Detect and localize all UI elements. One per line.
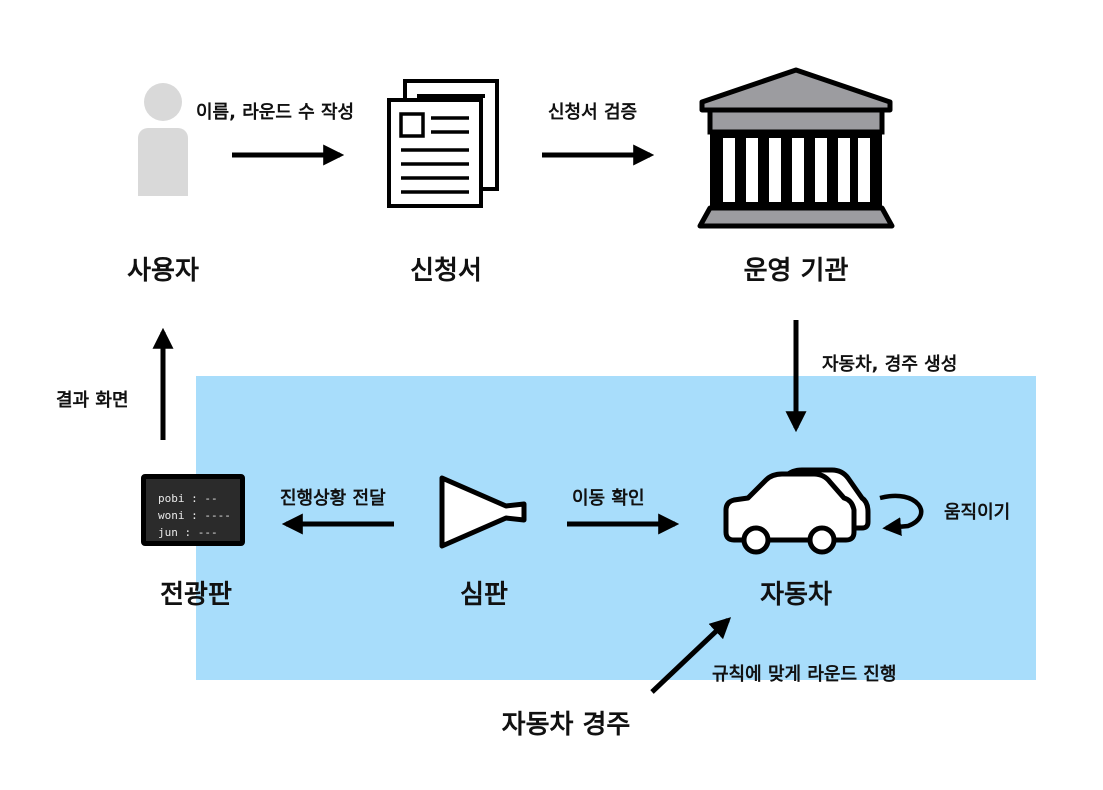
cars-icon [723, 467, 871, 555]
scoreboard-line: woni : ---- [158, 509, 231, 522]
edge-label-judge-to-scoreboard: 진행상황 전달 [280, 488, 386, 509]
edge-label-car-self: 움직이기 [944, 502, 1011, 523]
judge-label: 심판 [460, 580, 508, 610]
car-label: 자동차 [760, 580, 832, 610]
edge-label-race-to-car: 규칙에 맞게 라운드 진행 [712, 664, 897, 685]
scoreboard-label: 전광판 [160, 580, 232, 610]
application-label: 신청서 [410, 256, 482, 286]
edge-label-agency-to-car: 자동차, 경주 생성 [822, 354, 958, 375]
scoreboard-line: jun : --- [158, 526, 218, 539]
edge-label-application-to-agency: 신청서 검증 [548, 102, 638, 123]
document-icon [387, 79, 499, 208]
user-label: 사용자 [127, 256, 199, 286]
government-building-icon [697, 67, 895, 229]
edge-label-scoreboard-to-user: 결과 화면 [56, 390, 129, 411]
megaphone-icon [439, 475, 527, 549]
arrow-race-to-car [650, 617, 732, 694]
scoreboard-line: pobi : -- [158, 492, 218, 505]
edge-label-judge-to-car: 이동 확인 [572, 488, 645, 509]
scoreboard-screen: pobi : -- woni : ---- jun : --- [141, 474, 245, 546]
edge-label-user-to-application: 이름, 라운드 수 작성 [196, 102, 355, 123]
agency-label: 운영 기관 [743, 256, 849, 286]
race-label: 자동차 경주 [501, 710, 631, 740]
arrow-car-self-loop [879, 493, 924, 537]
person-icon [138, 83, 188, 196]
